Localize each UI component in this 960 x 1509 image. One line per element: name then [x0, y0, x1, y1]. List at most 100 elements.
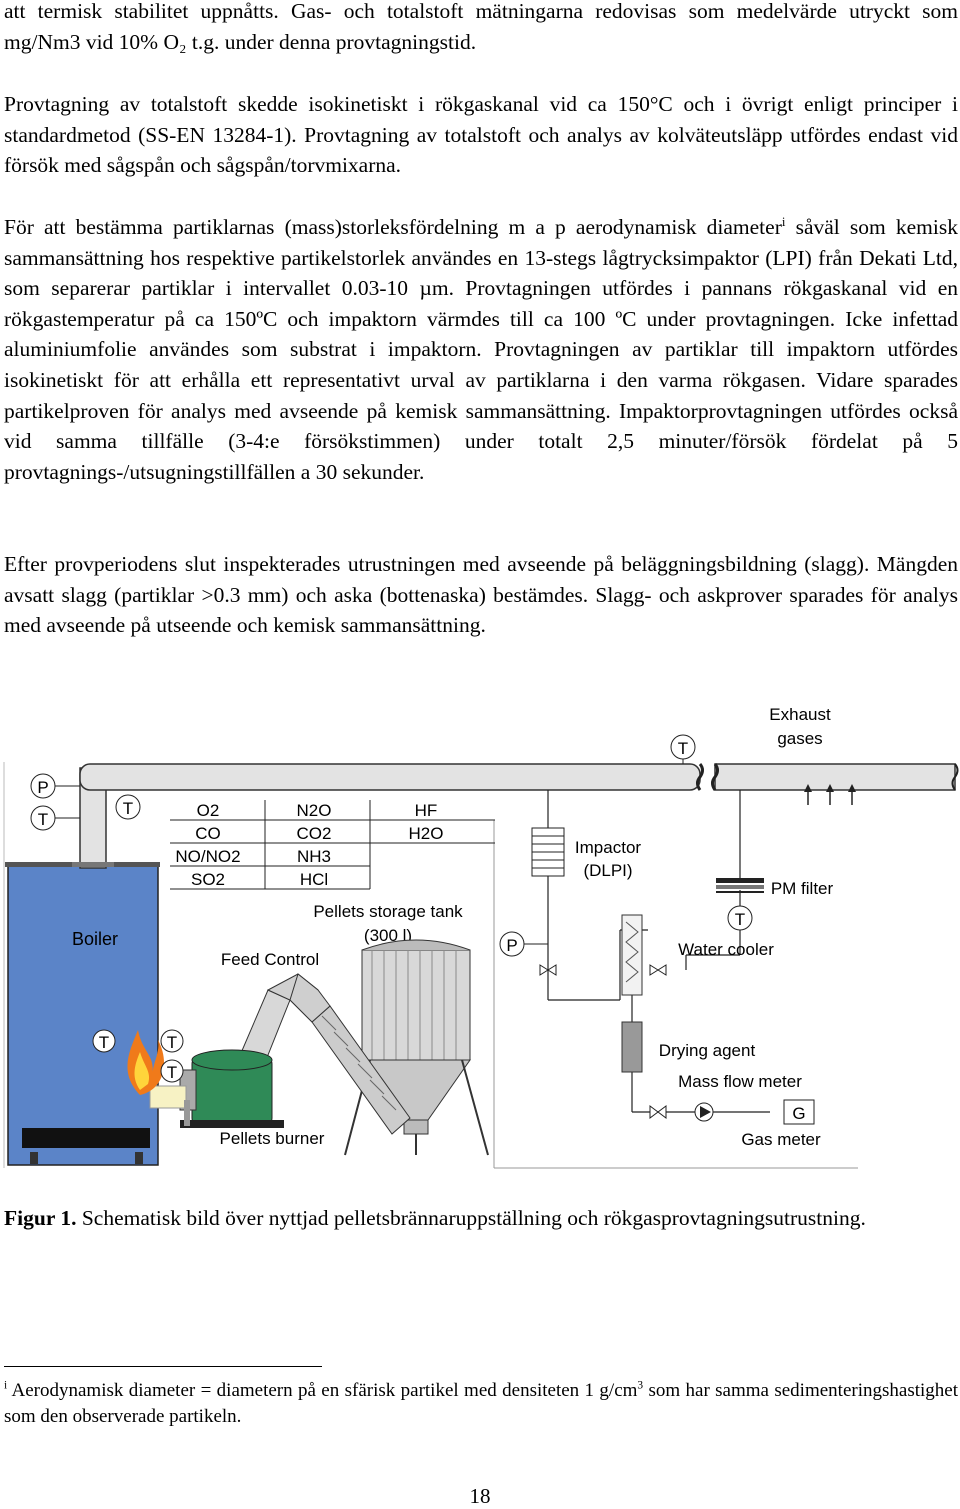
sensor-label: T [167, 1033, 177, 1052]
cooler-coil [625, 921, 639, 983]
pm-filter [716, 878, 764, 893]
sensor-label: P [506, 936, 517, 955]
temperature-sensor [92, 1029, 116, 1053]
paragraph-slag: Efter provperiodens slut inspekterades u… [4, 549, 958, 641]
gas-cell: HCl [300, 870, 328, 889]
gas-meter-symbol: G [792, 1104, 805, 1123]
paragraph-text: att termisk stabilitet uppnåtts. Gas- oc… [4, 0, 958, 54]
exhaust-arrows [807, 790, 853, 805]
gas-cell: CO [195, 824, 221, 843]
impactor-label: Impactor [575, 838, 641, 857]
drying-agent-label: Drying agent [659, 1041, 756, 1060]
pm-filter-label: PM filter [771, 879, 834, 898]
sensor-label: T [678, 739, 688, 758]
paragraph-gas-measurement: att termisk stabilitet uppnåtts. Gas- oc… [4, 0, 958, 57]
sensor-label: T [123, 799, 133, 818]
footnote: i Aerodynamisk diameter = diametern på e… [4, 1378, 958, 1430]
gas-cell: H2O [409, 824, 444, 843]
feed-control-label: Feed Control [221, 950, 319, 969]
gas-meter-box [783, 1099, 815, 1125]
sensor-label: T [99, 1033, 109, 1052]
gas-cell: NH3 [297, 847, 331, 866]
sensor-label: T [167, 1063, 177, 1082]
tank-leg [461, 1059, 489, 1156]
pipe-break [951, 763, 959, 791]
boiler-foot [135, 1152, 143, 1164]
burner-nozzle [149, 1085, 187, 1109]
footnote-text: Aerodynamisk diameter = diametern på en … [7, 1380, 638, 1401]
pump-arrow [700, 1106, 711, 1118]
tank-ribs [371, 950, 457, 1060]
footnote-rule [4, 1366, 322, 1367]
filter-top [716, 878, 764, 883]
footnote-reference: i [781, 214, 786, 229]
burner-top [191, 1049, 273, 1071]
tank-top [361, 939, 471, 951]
storage-tank-label: Pellets storage tank [313, 902, 463, 921]
impactor-label: (DLPI) [583, 861, 632, 880]
storage-tank [344, 939, 489, 1156]
footnote-text: som har samma sedimenteringshastighet so… [4, 1380, 958, 1427]
paragraph-text: såväl som kemisk sammansättning hos resp… [4, 215, 958, 484]
exhaust-pipe-horizontal [79, 763, 701, 791]
paragraph-dust-sampling: Provtagning av totalstoft skedde isokine… [4, 89, 958, 181]
water-cooler-label: Water cooler [678, 940, 774, 959]
caption-label: Figur 1. [4, 1206, 77, 1230]
storage-tank-label: (300 l) [364, 926, 412, 945]
boiler-base-bar [22, 1128, 150, 1148]
caption-text: Schematisk bild över nyttjad pelletsbrän… [76, 1206, 866, 1230]
flame-core [134, 1052, 150, 1090]
gas-cell: NO/NO2 [175, 847, 240, 866]
page-number: 18 [469, 1484, 491, 1508]
gas-table: O2 N2O HF CO CO2 H2O NO/NO2 NH3 SO2 HCl [170, 800, 495, 890]
sensor-label: T [735, 910, 745, 929]
pellets-burner [149, 1049, 284, 1128]
paragraph-text: Provtagning av totalstoft skedde isokine… [4, 92, 958, 178]
gas-cell: SO2 [191, 870, 225, 889]
exhaust-pipe-outlet [714, 763, 956, 791]
paragraph-text: För att bestämma partiklarnas (mass)stor… [4, 215, 782, 239]
temperature-sensor [160, 1059, 184, 1083]
filter-bottom [716, 891, 764, 893]
feed-control-pipe [237, 973, 331, 1071]
sensor-label: P [37, 778, 48, 797]
filter-mid [716, 885, 764, 889]
schematic-figure: Boiler Exhaust gases T [0, 700, 960, 1180]
gas-cell: O2 [197, 801, 220, 820]
drying-agent-column [621, 1021, 643, 1073]
exhaust-label: gases [777, 729, 822, 748]
exhaust-label: Exhaust [769, 705, 831, 724]
gas-cell: N2O [297, 801, 332, 820]
water-cooler [621, 914, 643, 996]
impactor [531, 827, 565, 877]
boiler [7, 864, 159, 1166]
temperature-sensor [115, 794, 141, 820]
gas-meter-label: Gas meter [741, 1130, 821, 1149]
footnote-marker: i [4, 1379, 8, 1392]
pipe-flange [72, 862, 114, 867]
boiler-foot [30, 1152, 38, 1164]
impactor-stages [532, 835, 564, 869]
temperature-sensor [160, 1029, 184, 1053]
tank-outlet [403, 1119, 429, 1135]
cooler-body [621, 914, 643, 996]
exhaust-arrowheads [804, 784, 856, 792]
figure-caption: Figur 1. Schematisk bild över nyttjad pe… [4, 1203, 958, 1234]
valve-icon [649, 964, 667, 976]
boiler-label: Boiler [72, 929, 118, 949]
valve-icon [649, 1105, 667, 1119]
paragraph-impactor: För att bestämma partiklarnas (mass)stor… [4, 212, 958, 487]
feed-pipe-joint [289, 973, 331, 1023]
schematic-diagram: Boiler Exhaust gases T [3, 705, 959, 1169]
temperature-sensor [727, 905, 753, 931]
burner-support [184, 1100, 190, 1126]
pipe-break [696, 763, 704, 791]
pipe-break [711, 763, 719, 791]
gas-cell: CO2 [297, 824, 332, 843]
burner-base [180, 1120, 284, 1128]
paragraph-text: Efter provperiodens slut inspekterades u… [4, 552, 958, 638]
burner-label: Pellets burner [220, 1129, 325, 1148]
sensor-label: T [38, 810, 48, 829]
mass-flow-meter-label: Mass flow meter [678, 1072, 802, 1091]
